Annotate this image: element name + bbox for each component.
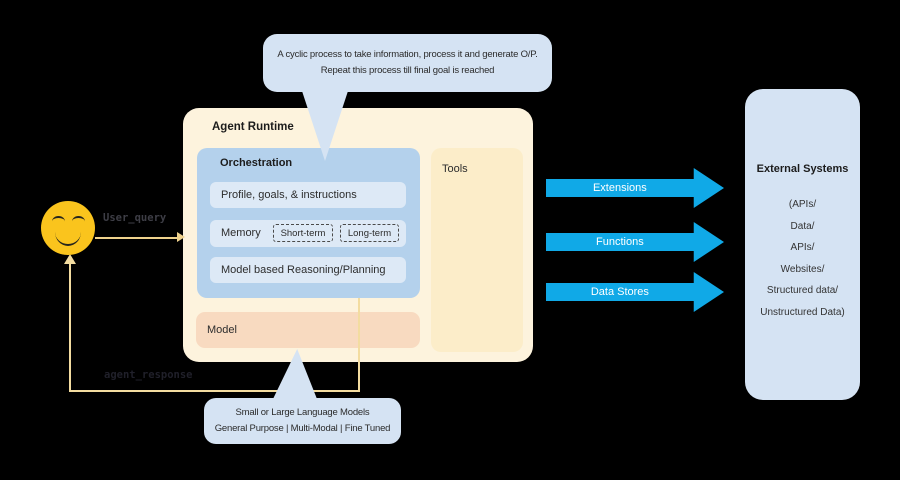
- model-box: Model: [196, 312, 420, 348]
- agent-response-label: agent_response: [104, 369, 193, 381]
- external-systems-list: (APIs/ Data/ APIs/ Websites/ Structured …: [745, 194, 860, 323]
- user-query-label: User_query: [103, 212, 167, 224]
- data-stores-arrow: Data Stores: [546, 272, 724, 312]
- external-systems-box: External Systems (APIs/ Data/ APIs/ Webs…: [745, 89, 860, 400]
- arrowhead-up-icon: [64, 254, 76, 264]
- tools-label: Tools: [442, 163, 468, 175]
- functions-arrow-label: Functions: [596, 236, 644, 248]
- user-smiley-icon: [41, 201, 95, 255]
- smiley-left-eye: [52, 216, 65, 227]
- extensions-arrow: Extensions: [546, 168, 724, 208]
- external-systems-item: APIs/: [790, 242, 815, 253]
- smiley-mouth: [55, 218, 81, 246]
- profile-goals-instructions-row: Profile, goals, & instructions: [210, 182, 406, 208]
- arrowhead-right-icon: [177, 232, 185, 242]
- tools-box: [431, 148, 523, 352]
- user-query-line: [95, 237, 178, 239]
- functions-arrow: Functions: [546, 222, 724, 262]
- memory-label: Memory: [221, 227, 261, 239]
- language-models-callout: Small or Large Language Models General P…: [204, 398, 401, 444]
- external-systems-item: Websites/: [780, 263, 825, 275]
- cyclic-process-callout: A cyclic process to take information, pr…: [263, 34, 552, 92]
- memory-row: Memory Short-term Long-term: [210, 220, 406, 247]
- response-to-user-line: [69, 263, 71, 392]
- external-systems-item: Data/: [790, 220, 815, 232]
- model-to-response-connector: [358, 298, 360, 391]
- external-systems-item: (APIs/: [788, 199, 817, 210]
- extensions-arrow-label: Extensions: [592, 182, 647, 194]
- external-systems-item: Structured data/: [766, 285, 839, 296]
- callout-line: A cyclic process to take information, pr…: [277, 49, 538, 60]
- callout-line: Repeat this process till final goal is r…: [320, 65, 495, 76]
- long-term-memory-chip: Long-term: [340, 224, 399, 242]
- external-systems-title: External Systems: [756, 163, 849, 175]
- reasoning-planning-row: Model based Reasoning/Planning: [210, 257, 406, 283]
- callout-line: Small or Large Language Models: [235, 406, 370, 418]
- external-systems-item: Unstructured Data): [760, 306, 845, 318]
- agent-runtime-title: Agent Runtime: [212, 121, 294, 133]
- agent-response-line: [69, 390, 360, 392]
- orchestration-title: Orchestration: [220, 157, 293, 169]
- short-term-memory-chip: Short-term: [273, 224, 333, 242]
- callout-line: General Purpose | Multi-Modal | Fine Tun…: [214, 423, 391, 434]
- smiley-right-eye: [72, 216, 85, 227]
- data-stores-arrow-label: Data Stores: [590, 286, 649, 298]
